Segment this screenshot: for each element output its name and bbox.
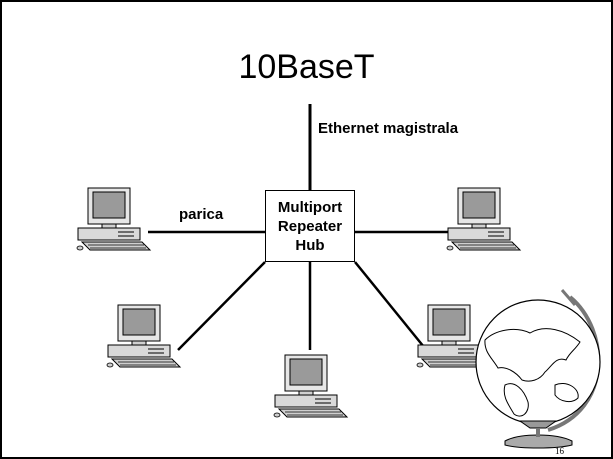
hub-line-3: Hub xyxy=(295,236,325,254)
hub-line-2: Repeater xyxy=(277,217,343,235)
hub-line-1: Multiport xyxy=(277,198,343,216)
slide-title: 10BaseT xyxy=(238,48,375,86)
page-number: 16 xyxy=(555,446,564,456)
computer-right-icon xyxy=(446,187,521,251)
hub-box: Multiport Repeater Hub xyxy=(265,190,355,262)
cable-bottom-right xyxy=(354,261,429,353)
backbone-label: Ethernet magistrala xyxy=(318,120,459,137)
cable-label: parica xyxy=(179,206,224,223)
computer-bottom-center-icon xyxy=(273,354,348,418)
computer-left-icon xyxy=(76,187,151,251)
globe-icon xyxy=(475,289,601,449)
cable-bottom-left xyxy=(177,261,266,351)
computer-bottom-left-icon xyxy=(106,304,181,368)
